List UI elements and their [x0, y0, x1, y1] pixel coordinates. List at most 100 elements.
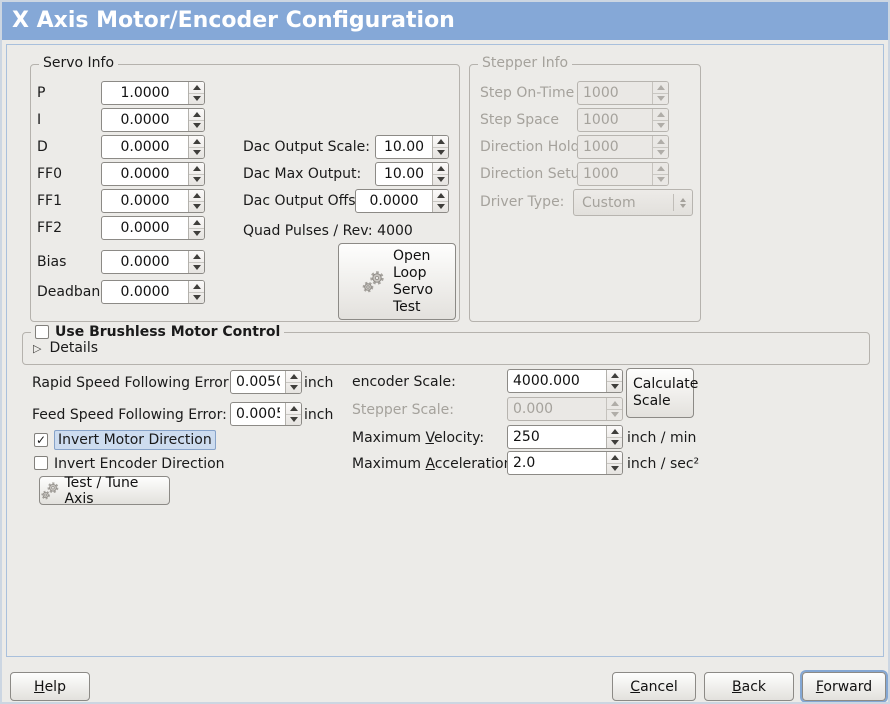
- maximum-acceleration-input[interactable]: [508, 452, 606, 474]
- spin-down-icon[interactable]: [189, 175, 204, 186]
- ff0-input[interactable]: [102, 163, 188, 185]
- bias-input[interactable]: [102, 251, 188, 273]
- step-on-time-input: [578, 82, 652, 104]
- deadband-stepper[interactable]: [188, 281, 204, 303]
- spin-up-icon[interactable]: [433, 136, 448, 148]
- spin-down-icon[interactable]: [189, 293, 204, 304]
- maximum-acceleration-spinbox[interactable]: [507, 451, 623, 475]
- spin-down-icon[interactable]: [286, 383, 301, 394]
- dac-output-scale-spinbox[interactable]: [375, 135, 449, 159]
- dac-output-offset-input[interactable]: [356, 190, 432, 212]
- spin-up-icon[interactable]: [189, 281, 204, 293]
- dac-max-output-stepper[interactable]: [432, 163, 448, 185]
- back-button[interactable]: Back: [704, 672, 794, 701]
- ff2-stepper[interactable]: [188, 217, 204, 239]
- ff2-spinbox[interactable]: [101, 216, 205, 240]
- d-stepper[interactable]: [188, 136, 204, 158]
- spin-down-icon[interactable]: [189, 263, 204, 274]
- invert-encoder-checkbox[interactable]: [34, 456, 48, 470]
- calculate-scale-button[interactable]: Calculate Scale: [626, 368, 698, 418]
- gears-icon: [41, 481, 59, 500]
- p-input[interactable]: [102, 82, 188, 104]
- rapid-following-error-stepper[interactable]: [285, 371, 301, 393]
- dac-output-scale-input[interactable]: [376, 136, 432, 158]
- forward-button[interactable]: Forward: [802, 672, 886, 701]
- spin-up-icon[interactable]: [286, 371, 301, 383]
- spin-up-icon[interactable]: [189, 136, 204, 148]
- spin-up-icon[interactable]: [189, 217, 204, 229]
- ff1-stepper[interactable]: [188, 190, 204, 212]
- expander-arrow-icon[interactable]: ▷: [33, 341, 42, 355]
- dac-max-output-input[interactable]: [376, 163, 432, 185]
- checkmark-icon: ✓: [35, 433, 47, 447]
- invert-motor-label[interactable]: Invert Motor Direction: [54, 430, 216, 450]
- bias-spinbox[interactable]: [101, 250, 205, 274]
- spin-up-icon[interactable]: [189, 82, 204, 94]
- encoder-scale-spinbox[interactable]: [507, 369, 623, 393]
- direction-hold-label: Direction Hold: [480, 139, 580, 155]
- spin-down-icon[interactable]: [607, 464, 622, 475]
- test-tune-axis-button[interactable]: Test / Tune Axis: [39, 475, 170, 507]
- spin-up-icon[interactable]: [607, 426, 622, 438]
- use-brushless-checkbox[interactable]: [35, 325, 49, 339]
- spin-up-icon[interactable]: [433, 163, 448, 175]
- invert-encoder-label[interactable]: Invert Encoder Direction: [54, 456, 225, 472]
- maximum-acceleration-stepper[interactable]: [606, 452, 622, 474]
- maximum-velocity-input[interactable]: [508, 426, 606, 448]
- ff1-input[interactable]: [102, 190, 188, 212]
- ff2-input[interactable]: [102, 217, 188, 239]
- spin-up-icon[interactable]: [189, 109, 204, 121]
- details-expander[interactable]: ▷ Details: [33, 340, 98, 356]
- spin-down-icon[interactable]: [607, 382, 622, 393]
- cancel-button[interactable]: Cancel: [612, 672, 696, 701]
- open-loop-servo-test-button[interactable]: Open Loop Servo Test: [338, 243, 456, 320]
- encoder-scale-input[interactable]: [508, 370, 606, 392]
- p-stepper[interactable]: [188, 82, 204, 104]
- encoder-scale-stepper[interactable]: [606, 370, 622, 392]
- i-stepper[interactable]: [188, 109, 204, 131]
- help-button[interactable]: Help: [10, 672, 90, 701]
- spin-down-icon[interactable]: [433, 148, 448, 159]
- bias-stepper[interactable]: [188, 251, 204, 273]
- dac-max-output-spinbox[interactable]: [375, 162, 449, 186]
- d-spinbox[interactable]: [101, 135, 205, 159]
- ff1-spinbox[interactable]: [101, 189, 205, 213]
- deadband-input[interactable]: [102, 281, 188, 303]
- d-input[interactable]: [102, 136, 188, 158]
- i-spinbox[interactable]: [101, 108, 205, 132]
- feed-following-error-stepper[interactable]: [285, 403, 301, 425]
- combo-divider: [673, 194, 674, 211]
- spin-down-icon[interactable]: [433, 202, 448, 213]
- spin-down-icon[interactable]: [189, 202, 204, 213]
- rapid-following-error-input[interactable]: [231, 371, 285, 393]
- maximum-velocity-spinbox[interactable]: [507, 425, 623, 449]
- spin-up-icon[interactable]: [607, 452, 622, 464]
- spin-up-icon[interactable]: [433, 190, 448, 202]
- spin-up-icon[interactable]: [189, 251, 204, 263]
- spin-down-icon[interactable]: [607, 438, 622, 449]
- dac-output-scale-stepper[interactable]: [432, 136, 448, 158]
- ff0-stepper[interactable]: [188, 163, 204, 185]
- spin-down-icon[interactable]: [189, 148, 204, 159]
- ff2-label: FF2: [37, 220, 63, 236]
- spin-down-icon[interactable]: [433, 175, 448, 186]
- i-input[interactable]: [102, 109, 188, 131]
- spin-down-icon[interactable]: [189, 121, 204, 132]
- invert-motor-checkbox[interactable]: ✓: [34, 433, 48, 447]
- deadband-spinbox[interactable]: [101, 280, 205, 304]
- spin-up-icon[interactable]: [189, 190, 204, 202]
- spin-up-icon[interactable]: [607, 370, 622, 382]
- spin-down-icon[interactable]: [286, 415, 301, 426]
- spin-down-icon[interactable]: [189, 229, 204, 240]
- spin-down-icon[interactable]: [189, 94, 204, 105]
- dac-output-offset-stepper[interactable]: [432, 190, 448, 212]
- rapid-following-error-spinbox[interactable]: [230, 370, 302, 394]
- ff0-spinbox[interactable]: [101, 162, 205, 186]
- spin-up-icon[interactable]: [286, 403, 301, 415]
- feed-following-error-spinbox[interactable]: [230, 402, 302, 426]
- feed-following-error-input[interactable]: [231, 403, 285, 425]
- maximum-velocity-stepper[interactable]: [606, 426, 622, 448]
- dac-output-offset-spinbox[interactable]: [355, 189, 449, 213]
- spin-up-icon[interactable]: [189, 163, 204, 175]
- p-spinbox[interactable]: [101, 81, 205, 105]
